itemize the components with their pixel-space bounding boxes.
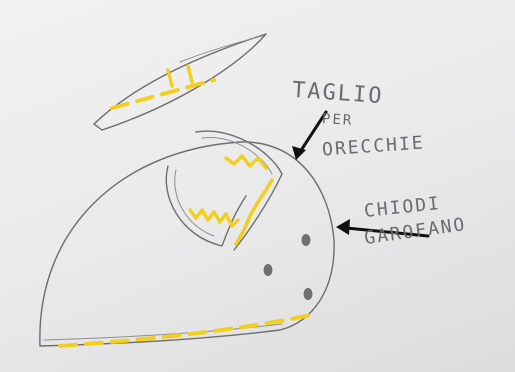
arrow-to-ear-cut bbox=[292, 112, 326, 160]
ear-slice bbox=[94, 34, 266, 130]
body-outline bbox=[40, 142, 334, 346]
clove-dot bbox=[264, 264, 273, 276]
cut-label-line-2: PER bbox=[322, 111, 354, 129]
clove-dot bbox=[304, 288, 313, 300]
clove-dot bbox=[302, 234, 311, 246]
ear-cut bbox=[166, 131, 282, 250]
clove-holes bbox=[264, 234, 313, 300]
